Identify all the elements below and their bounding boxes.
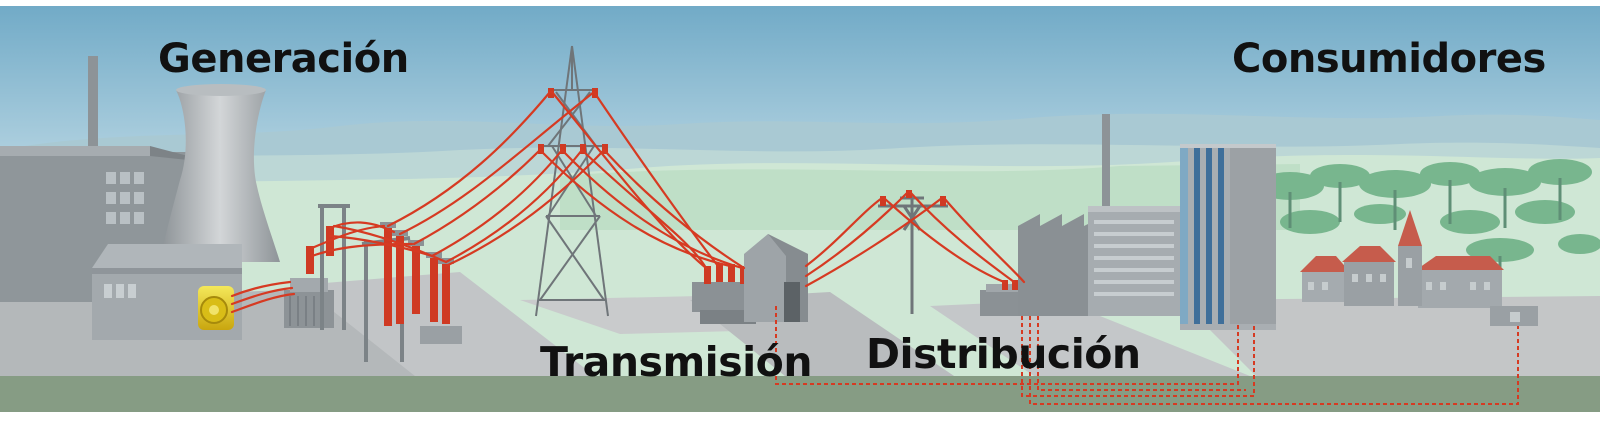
office-tower-icon [1180, 144, 1276, 330]
generator-icon [198, 286, 234, 330]
underground-cables [775, 306, 1519, 405]
church-icon [1398, 210, 1422, 306]
house-icon [1300, 246, 1538, 326]
label-distribution: Distribución [866, 330, 1141, 378]
label-generation: Generación [158, 36, 409, 82]
cooling-tower-icon [160, 90, 280, 262]
power-lines [230, 90, 1026, 314]
label-transmission: Transmisión [540, 338, 813, 386]
factory-icon [1018, 114, 1182, 316]
distribution-pavement [930, 300, 1260, 380]
distribution-substation-icon [692, 234, 808, 324]
substation-icon [284, 204, 462, 362]
label-consumers: Consumidores [1232, 36, 1546, 82]
